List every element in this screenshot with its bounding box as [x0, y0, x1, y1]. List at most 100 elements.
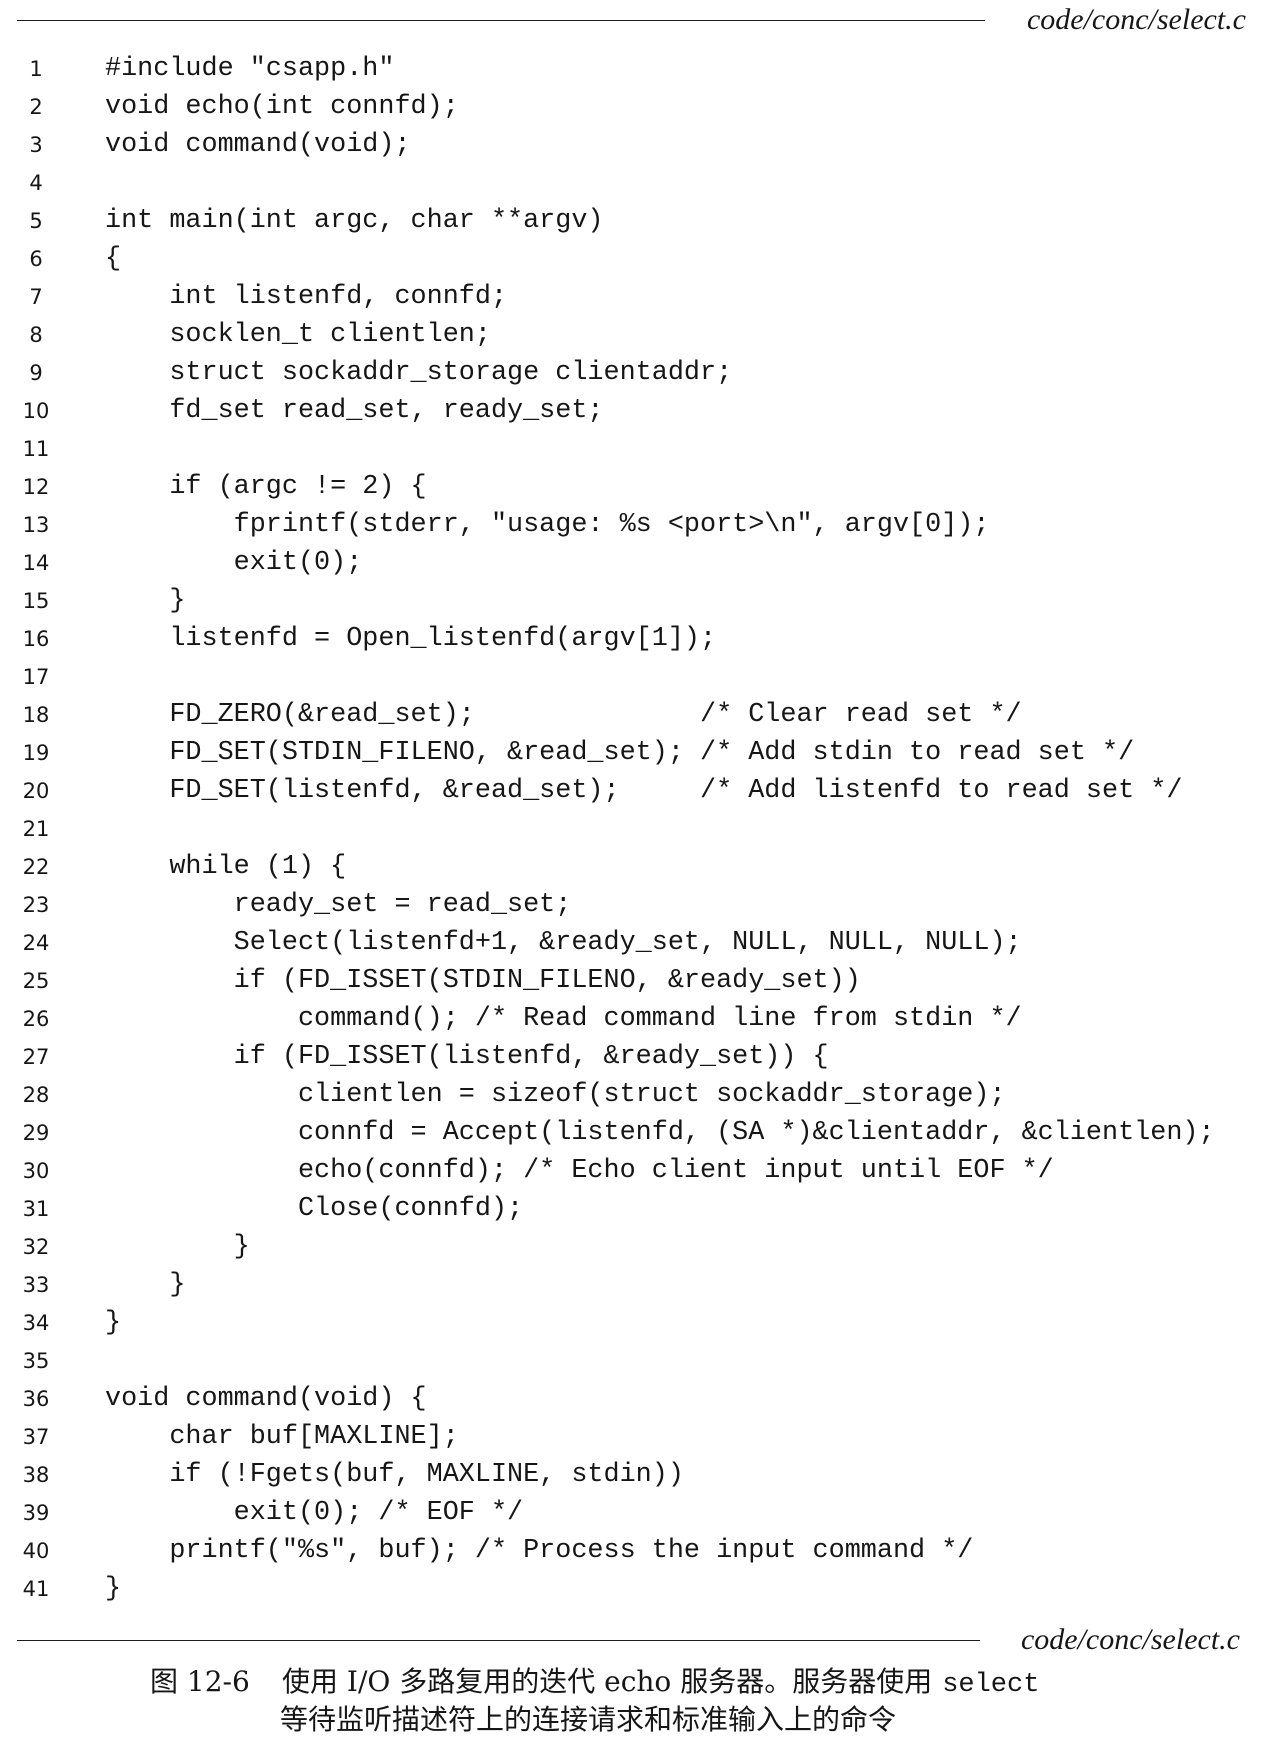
line-code: FD_SET(STDIN_FILENO, &read_set); /* Add …	[105, 738, 1135, 768]
code-line: 27 if (FD_ISSET(listenfd, &ready_set)) {	[0, 1038, 1274, 1076]
line-code: Close(connfd);	[105, 1194, 524, 1224]
line-number: 26	[22, 1007, 50, 1031]
line-code: echo(connfd); /* Echo client input until…	[105, 1156, 1054, 1186]
line-code: }	[105, 1232, 250, 1262]
line-code: if (!Fgets(buf, MAXLINE, stdin))	[105, 1460, 684, 1490]
line-number: 1	[29, 57, 43, 81]
line-code: if (FD_ISSET(listenfd, &ready_set)) {	[105, 1042, 829, 1072]
file-path-label-top: code/conc/select.c	[1026, 3, 1246, 36]
line-code: }	[105, 1270, 186, 1300]
line-number: 18	[22, 703, 50, 727]
line-code: struct sockaddr_storage clientaddr;	[105, 358, 733, 388]
code-line: 6{	[0, 240, 1274, 278]
code-line: 8 socklen_t clientlen;	[0, 316, 1274, 354]
line-number: 4	[29, 171, 43, 195]
line-code: exit(0); /* EOF */	[105, 1498, 524, 1528]
line-number: 10	[22, 399, 50, 423]
code-line: 37 char buf[MAXLINE];	[0, 1418, 1274, 1456]
code-line: 26 command(); /* Read command line from …	[0, 1000, 1274, 1038]
line-code: int main(int argc, char **argv)	[105, 206, 604, 236]
line-code: if (argc != 2) {	[105, 472, 427, 502]
caption-text: 使用 I/O 多路复用的迭代 echo 服务器。服务器使用	[282, 1665, 933, 1698]
line-number: 2	[29, 95, 43, 119]
line-code: }	[105, 1574, 122, 1604]
line-code: printf("%s", buf); /* Process the input …	[105, 1536, 974, 1566]
code-line: 2 void echo(int connfd);	[0, 88, 1274, 126]
line-code: void command(void);	[105, 130, 411, 160]
line-code: listenfd = Open_listenfd(argv[1]);	[105, 624, 717, 654]
line-code: void echo(int connfd);	[105, 92, 459, 122]
code-line: 25 if (FD_ISSET(STDIN_FILENO, &ready_set…	[0, 962, 1274, 1000]
figure-caption-line-1: 图 12-6 使用 I/O 多路复用的迭代 echo 服务器。服务器使用 selec…	[150, 1666, 1039, 1701]
line-number: 39	[22, 1501, 50, 1525]
line-number: 25	[22, 969, 50, 993]
line-number: 21	[22, 817, 50, 841]
line-number: 38	[22, 1463, 50, 1487]
line-number: 9	[29, 361, 43, 385]
line-code: FD_ZERO(&read_set); /* Clear read set */	[105, 700, 1022, 730]
line-code: #include "csapp.h"	[105, 54, 395, 84]
line-code: {	[105, 244, 122, 274]
line-number: 28	[22, 1083, 50, 1107]
code-line: 14 exit(0);	[0, 544, 1274, 582]
line-number: 14	[22, 551, 50, 575]
line-code: connfd = Accept(listenfd, (SA *)&clienta…	[105, 1118, 1215, 1148]
code-line: 4	[0, 164, 1274, 202]
line-code: while (1) {	[105, 852, 347, 882]
code-line: 35	[0, 1342, 1274, 1380]
line-number: 22	[22, 855, 50, 879]
line-number: 23	[22, 893, 50, 917]
line-number: 30	[22, 1159, 50, 1183]
line-code: clientlen = sizeof(struct sockaddr_stora…	[105, 1080, 1006, 1110]
code-line: 23 ready_set = read_set;	[0, 886, 1274, 924]
line-code: int listenfd, connfd;	[105, 282, 508, 312]
line-number: 31	[22, 1197, 50, 1221]
code-line: 28 clientlen = sizeof(struct sockaddr_st…	[0, 1076, 1274, 1114]
line-number: 7	[29, 285, 43, 309]
line-number: 41	[22, 1577, 50, 1601]
line-number: 20	[22, 779, 50, 803]
code-line: 32 }	[0, 1228, 1274, 1266]
line-number: 29	[22, 1121, 50, 1145]
line-code: if (FD_ISSET(STDIN_FILENO, &ready_set))	[105, 966, 861, 996]
code-line: 1 #include "csapp.h"	[0, 50, 1274, 88]
line-number: 5	[29, 209, 43, 233]
line-code: }	[105, 1308, 122, 1338]
line-number: 33	[22, 1273, 50, 1297]
code-line: 12 if (argc != 2) {	[0, 468, 1274, 506]
line-number: 17	[22, 665, 50, 689]
line-number: 12	[22, 475, 50, 499]
code-line: 19 FD_SET(STDIN_FILENO, &read_set); /* A…	[0, 734, 1274, 772]
line-number: 6	[29, 247, 43, 271]
code-line: 13 fprintf(stderr, "usage: %s <port>\n",…	[0, 506, 1274, 544]
line-number: 13	[22, 513, 50, 537]
line-number: 16	[22, 627, 50, 651]
line-code: exit(0);	[105, 548, 363, 578]
line-code: command(); /* Read command line from std…	[105, 1004, 1022, 1034]
code-line: 3 void command(void);	[0, 126, 1274, 164]
code-line: 41}	[0, 1570, 1274, 1608]
line-code: fd_set read_set, ready_set;	[105, 396, 604, 426]
line-number: 27	[22, 1045, 50, 1069]
code-line: 29 connfd = Accept(listenfd, (SA *)&clie…	[0, 1114, 1274, 1152]
code-line: 33 }	[0, 1266, 1274, 1304]
code-line: 5 int main(int argc, char **argv)	[0, 202, 1274, 240]
line-number: 19	[22, 741, 50, 765]
figure-number: 图 12-6	[150, 1665, 250, 1698]
code-line: 20 FD_SET(listenfd, &read_set); /* Add l…	[0, 772, 1274, 810]
code-line: 7 int listenfd, connfd;	[0, 278, 1274, 316]
line-number: 34	[22, 1311, 50, 1335]
line-code: }	[105, 586, 186, 616]
code-line: 24 Select(listenfd+1, &ready_set, NULL, …	[0, 924, 1274, 962]
line-number: 3	[29, 133, 43, 157]
line-number: 36	[22, 1387, 50, 1411]
code-line: 31 Close(connfd);	[0, 1190, 1274, 1228]
code-line: 39 exit(0); /* EOF */	[0, 1494, 1274, 1532]
caption-code-term: select	[942, 1670, 1040, 1700]
figure-caption-line-2: 等待监听描述符上的连接请求和标准输入上的命令	[280, 1704, 896, 1736]
line-code: ready_set = read_set;	[105, 890, 572, 920]
code-line: 17	[0, 658, 1274, 696]
line-number: 32	[22, 1235, 50, 1259]
line-code: fprintf(stderr, "usage: %s <port>\n", ar…	[105, 510, 990, 540]
